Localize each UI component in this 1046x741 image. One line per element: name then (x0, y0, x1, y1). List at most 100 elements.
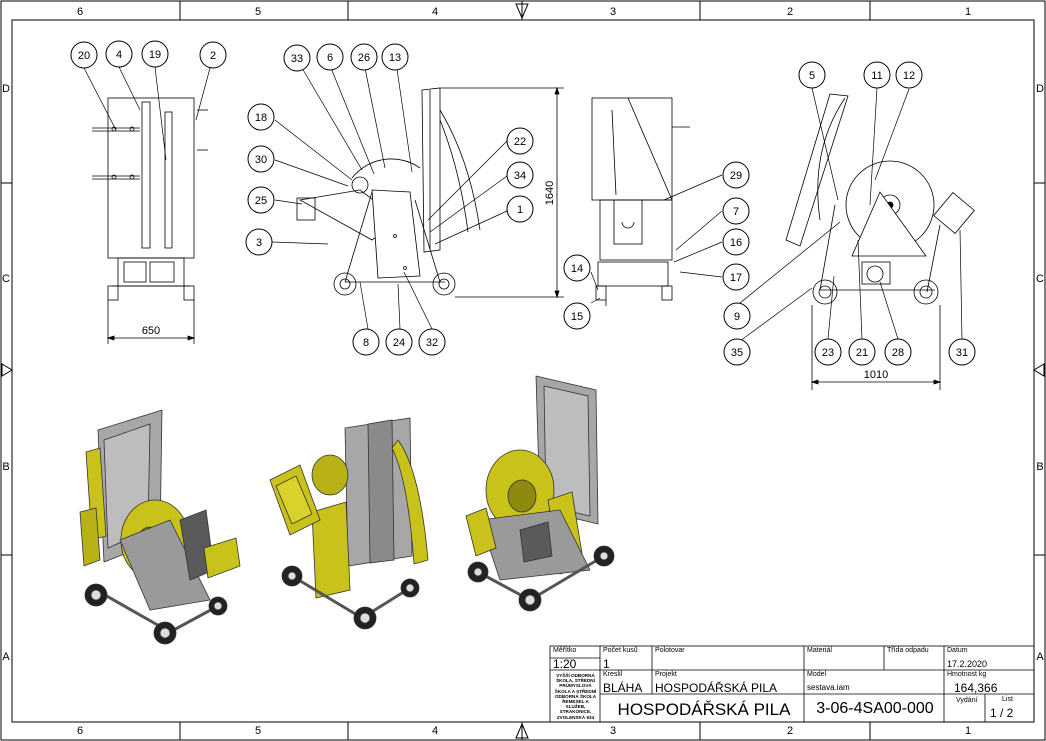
balloon-18-label: 18 (255, 112, 267, 124)
balloon-32: 32 (418, 328, 446, 356)
waste-label: Třída odpadu (887, 647, 929, 654)
balloon-14: 14 (563, 254, 591, 282)
balloon-16: 16 (722, 228, 750, 256)
balloon-25-label: 25 (255, 195, 267, 207)
model-value: sestava.iam (807, 683, 850, 692)
rear-view (591, 97, 690, 306)
isometric-view-2 (269, 417, 429, 630)
balloon-29: 29 (722, 161, 750, 189)
balloon-28-label: 28 (892, 347, 904, 359)
balloon-4: 4 (105, 40, 133, 68)
balloon-6-label: 6 (327, 52, 333, 64)
balloon-20: 20 (70, 41, 98, 69)
balloon-12-label: 12 (903, 70, 915, 82)
balloon-35-label: 35 (731, 347, 743, 359)
dim-width-right: 1010 (864, 369, 888, 381)
date-value: 17.2.2020 (947, 659, 988, 669)
scale-label: Měřítko (553, 647, 577, 654)
row-label-b-right: B (1036, 461, 1043, 473)
sheet-label: List (1002, 696, 1013, 703)
balloon-11: 11 (863, 61, 891, 89)
model-label: Model (807, 671, 827, 678)
balloon-4-label: 4 (116, 49, 122, 61)
center-mark-left (1, 363, 13, 377)
balloon-6: 6 (316, 43, 344, 71)
balloon-1-label: 1 (517, 204, 523, 216)
material-label: Materiál (807, 647, 832, 654)
dim-height-side: 1640 (544, 181, 556, 205)
center-mark-bottom (515, 722, 529, 739)
sheet-value: 1 / 2 (990, 706, 1014, 720)
row-label-c-left: C (2, 273, 10, 285)
balloon-12: 12 (895, 61, 923, 89)
drawn-label: Kreslil (603, 671, 623, 678)
balloon-32-label: 32 (426, 337, 438, 349)
qty-label: Počet kusů (603, 647, 638, 654)
balloon-18: 18 (247, 103, 275, 131)
balloon-3-label: 3 (256, 237, 262, 249)
drawing-title: HOSPODÁŘSKÁ PILA (617, 700, 791, 719)
col-label-5-top: 5 (255, 6, 261, 18)
balloon-22-label: 22 (514, 136, 526, 148)
balloon-2: 2 (199, 41, 227, 69)
balloon-9: 9 (723, 302, 751, 330)
balloon-8: 8 (352, 328, 380, 356)
row-label-a-right: A (1036, 651, 1044, 663)
balloon-35: 35 (723, 338, 751, 366)
front-view (92, 97, 208, 344)
col-label-3-top: 3 (610, 6, 616, 18)
balloon-16-label: 16 (730, 237, 742, 249)
balloon-11-label: 11 (871, 70, 882, 82)
school-name: VYŠŠÍ ODBORNÁ ŠKOLA, STŘEDNÍ PRŮMYSLOVÁ … (554, 673, 597, 720)
col-label-4-top: 4 (432, 6, 438, 18)
col-label-6-bottom: 6 (77, 725, 83, 737)
col-label-1-top: 1 (965, 6, 971, 18)
balloon-20-label: 20 (78, 50, 90, 62)
balloon-17: 17 (722, 263, 750, 291)
balloon-23: 23 (814, 338, 842, 366)
balloon-5-label: 5 (809, 70, 815, 82)
balloon-14-label: 14 (571, 263, 583, 275)
balloon-31: 31 (948, 338, 976, 366)
balloon-7: 7 (722, 197, 750, 225)
col-label-3-bottom: 3 (610, 725, 616, 737)
balloon-19-label: 19 (149, 49, 161, 61)
leader-lines (83, 66, 963, 342)
balloon-13-label: 13 (389, 52, 401, 64)
balloon-26: 26 (350, 43, 378, 71)
balloon-34-label: 34 (514, 170, 526, 182)
balloon-30-label: 30 (255, 154, 267, 166)
balloon-22: 22 (506, 127, 534, 155)
balloon-5: 5 (798, 61, 826, 89)
mass-label: Hmotnost kg (947, 671, 987, 678)
dim-width-left: 650 (142, 325, 160, 337)
row-label-a-left: A (2, 651, 10, 663)
balloon-21: 21 (848, 338, 876, 366)
balloon-31-label: 31 (956, 347, 968, 359)
side-view-right (785, 93, 975, 390)
balloon-33: 33 (283, 44, 311, 72)
scale-value: 1:20 (553, 657, 577, 671)
col-label-2-bottom: 2 (787, 725, 793, 737)
row-label-c-right: C (1036, 273, 1044, 285)
row-label-d-right: D (1036, 83, 1044, 95)
title-block-grid (549, 645, 1035, 723)
balloon-30: 30 (247, 145, 275, 173)
balloon-29-label: 29 (730, 170, 742, 182)
inner-frame (11, 19, 1035, 723)
col-label-6-top: 6 (77, 6, 83, 18)
balloon-26-label: 26 (358, 52, 370, 64)
balloon-13: 13 (381, 43, 409, 71)
center-mark-top (515, 3, 529, 20)
balloon-24: 24 (385, 328, 413, 356)
balloon-19: 19 (141, 40, 169, 68)
col-label-4-bottom: 4 (432, 725, 438, 737)
balloon-7-label: 7 (733, 206, 739, 218)
balloon-3: 3 (245, 228, 273, 256)
row-label-b-left: B (2, 461, 9, 473)
drawing-number: 3-06-4SA00-000 (816, 700, 934, 717)
balloon-2-label: 2 (210, 50, 216, 62)
balloon-8-label: 8 (363, 337, 369, 349)
